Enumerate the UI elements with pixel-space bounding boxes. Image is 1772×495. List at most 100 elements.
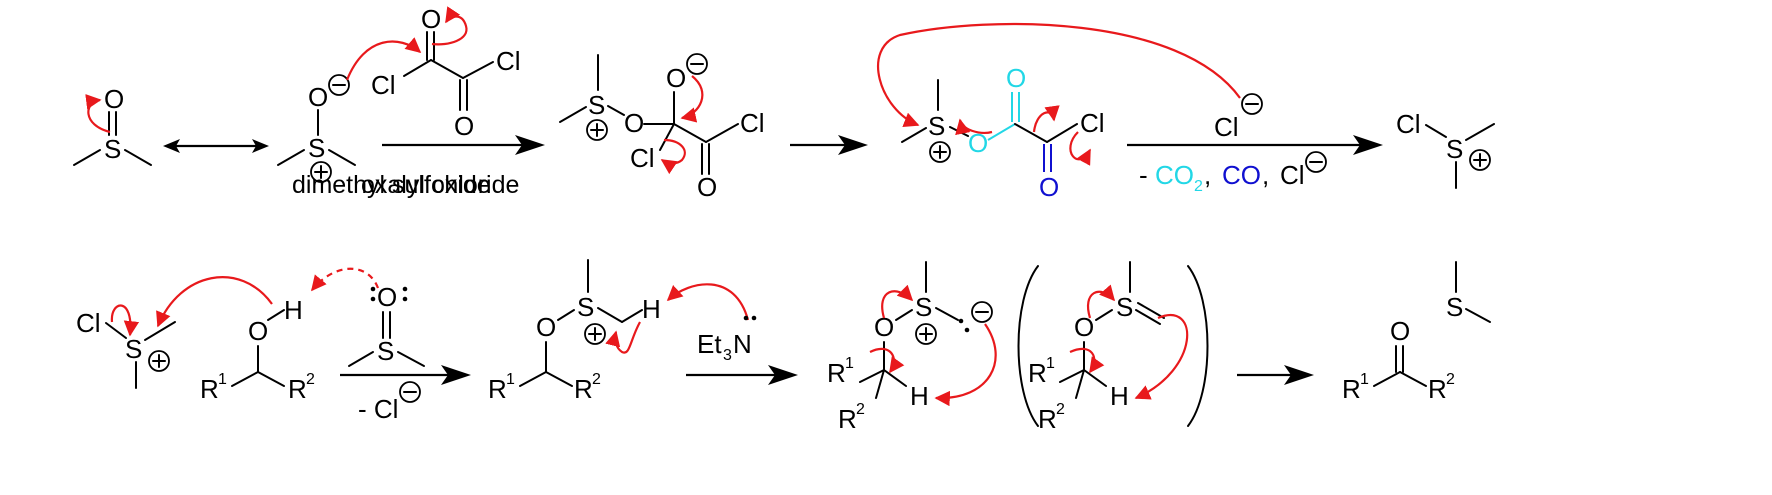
ketone-product: O R 1 R 2 <box>1342 316 1455 404</box>
atom-o: O <box>624 108 644 138</box>
atom-r: R <box>488 374 507 404</box>
atom-r: R <box>288 374 307 404</box>
atom-s: S <box>125 334 142 364</box>
atom-o: O <box>874 312 894 342</box>
atom-o: O <box>377 282 397 312</box>
curved-arrow <box>955 118 993 136</box>
dmso-caption: dimethyl sulfoxide <box>292 171 491 199</box>
oxalyl-chloride-structure: O Cl Cl O oxalyl chloride <box>345 4 521 199</box>
dashed-curved-arrow <box>311 267 380 292</box>
atom-o: O <box>421 4 441 34</box>
atom-s: S <box>308 133 325 163</box>
atom-cl: Cl <box>76 308 101 338</box>
base-subscript: 3 <box>723 347 732 364</box>
r1-superscript: 1 <box>845 355 854 372</box>
atom-o: O <box>666 63 686 93</box>
atom-o: O <box>697 172 717 202</box>
alternative-mechanism-bracket: S O R 1 R 2 H <box>1017 261 1209 434</box>
atom-o: O <box>536 312 556 342</box>
curved-arrow <box>1069 347 1105 374</box>
r2-superscript: 2 <box>592 371 601 388</box>
atom-r: R <box>1028 358 1047 388</box>
atom-r: R <box>827 358 846 388</box>
alcohol-activation: Cl S O H R 1 R 2 O S <box>76 267 425 404</box>
curved-arrow <box>85 94 111 134</box>
resonance-arrow <box>163 139 269 153</box>
atom-cl: Cl <box>630 143 655 173</box>
atom-r: R <box>200 374 219 404</box>
curved-arrow <box>1087 284 1116 319</box>
curved-arrow <box>156 276 273 328</box>
atom-s: S <box>588 90 605 120</box>
r1-superscript: 1 <box>1046 355 1055 372</box>
atom-o: O <box>1074 312 1094 342</box>
atom-cl: Cl <box>1080 108 1105 138</box>
atom-s: S <box>104 134 121 164</box>
minus-cl-label: - Cl <box>358 394 398 424</box>
reaction-arrow <box>790 135 868 155</box>
reaction-arrow <box>382 135 545 155</box>
r2-superscript: 2 <box>1446 371 1455 388</box>
curved-arrow <box>605 321 641 354</box>
sulfur-ylide: S O R 1 R 2 H <box>827 261 997 434</box>
sulfonium-oxalate-intermediate: S O O O Cl Cl <box>876 22 1263 202</box>
atom-h: H <box>284 295 303 325</box>
minus-sign: - <box>1139 160 1148 190</box>
atom-r: R <box>1342 374 1361 404</box>
comma: , <box>1262 160 1269 190</box>
co2-subscript: 2 <box>1194 178 1203 195</box>
atom-o: O <box>248 316 268 346</box>
atom-cl: Cl <box>496 46 521 76</box>
tetrahedral-intermediate: S O O Cl Cl O <box>559 53 765 202</box>
curved-arrow <box>666 283 750 321</box>
curved-arrow <box>660 138 686 175</box>
reaction-arrow <box>1237 365 1314 385</box>
atom-s: S <box>915 292 932 322</box>
atom-cl: Cl <box>371 70 396 100</box>
atom-r: R <box>1038 404 1057 434</box>
reaction-arrow: Et 3 N <box>686 315 798 385</box>
atom-s: S <box>577 292 594 322</box>
atom-h: H <box>642 294 661 324</box>
curved-arrow <box>881 284 914 319</box>
atom-o: O <box>104 84 124 114</box>
atom-r: R <box>574 374 593 404</box>
curved-arrow <box>1032 105 1060 133</box>
atom-o: O <box>454 111 474 141</box>
atom-r: R <box>1428 374 1447 404</box>
byproduct-co: CO <box>1222 160 1261 190</box>
r1-superscript: 1 <box>1360 371 1369 388</box>
r2-superscript: 2 <box>306 371 315 388</box>
atom-h: H <box>910 381 929 411</box>
oxalyl-caption: oxalyl chloride <box>361 171 519 199</box>
base-et: Et <box>697 329 722 359</box>
atom-o-blue: O <box>1039 172 1059 202</box>
curved-arrow <box>431 6 468 46</box>
atom-o: O <box>1390 316 1410 346</box>
base-n: N <box>733 329 752 359</box>
byproduct-cl: Cl <box>1280 160 1305 190</box>
curved-arrow <box>345 37 422 81</box>
reaction-arrow: - Cl <box>340 365 471 424</box>
curved-arrow <box>1134 314 1189 400</box>
reaction-arrow: - CO 2 , CO , Cl <box>1127 135 1383 195</box>
dmso-sulfoxide-structure: O S <box>73 84 152 166</box>
dimethyl-sulfide: S <box>1446 261 1491 323</box>
curved-arrow <box>110 304 140 337</box>
r2-superscript: 2 <box>1056 401 1065 418</box>
atom-cl: Cl <box>1214 112 1239 142</box>
chlorodimethylsulfonium: Cl S <box>1396 109 1495 189</box>
atom-s: S <box>377 336 394 366</box>
atom-o-cyan: O <box>1006 63 1026 93</box>
atom-s: S <box>1446 292 1463 322</box>
curved-arrow <box>869 347 905 374</box>
atom-s: S <box>1446 134 1463 164</box>
atom-s: S <box>928 111 945 141</box>
atom-o: O <box>308 82 328 112</box>
byproduct-co2: CO <box>1155 160 1194 190</box>
alkoxysulfonium: S O H R 1 R 2 <box>488 259 750 404</box>
atom-r: R <box>838 404 857 434</box>
r2-superscript: 2 <box>856 401 865 418</box>
r1-superscript: 1 <box>506 371 515 388</box>
